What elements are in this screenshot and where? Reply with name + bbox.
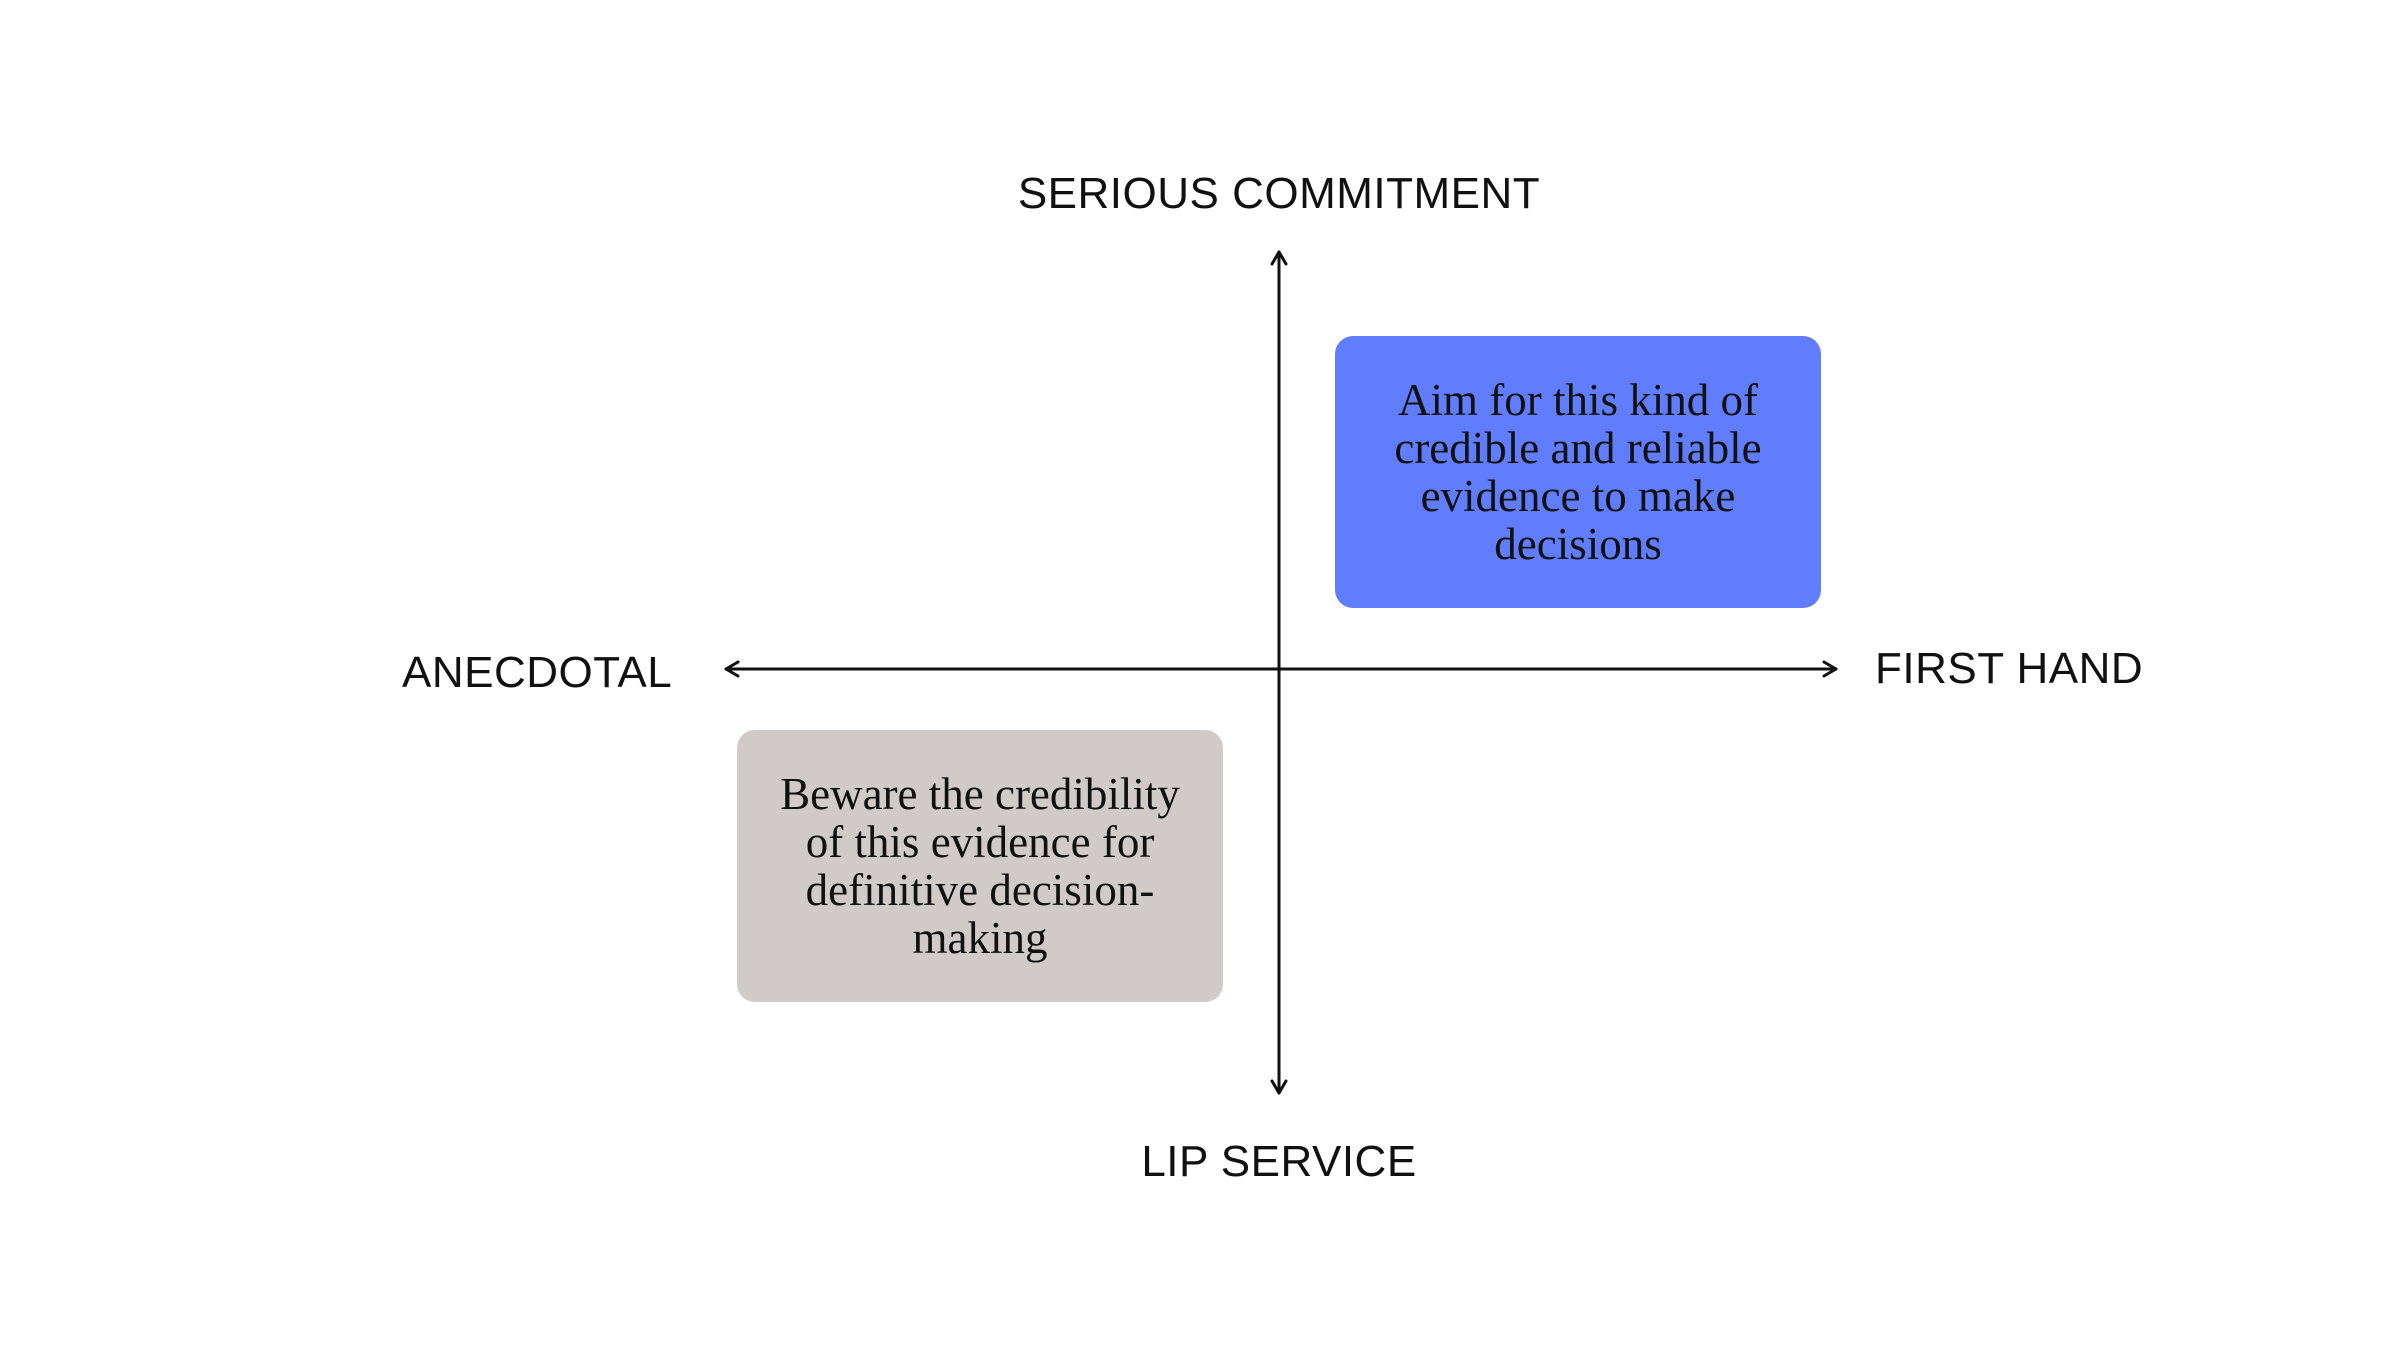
arrowhead-down-icon: [1270, 1079, 1288, 1095]
quadrant-box-bottom-left: Beware the credibility of this evidence …: [737, 730, 1223, 1002]
axis-label-bottom: LIP SERVICE: [1141, 1137, 1417, 1186]
quadrant-box-top-right-text: Aim for this kind of credible and reliab…: [1394, 375, 1762, 569]
arrowhead-up-icon: [1270, 250, 1288, 266]
axis-label-right: FIRST HAND: [1875, 644, 2144, 693]
quadrant-box-top-right: Aim for this kind of credible and reliab…: [1335, 336, 1821, 608]
axis-label-top: SERIOUS COMMITMENT: [1017, 169, 1541, 218]
arrowhead-left-icon: [724, 660, 740, 678]
quadrant-box-bottom-left-text: Beware the credibility of this evidence …: [780, 769, 1180, 963]
axis-label-left: ANECDOTAL: [402, 648, 673, 697]
arrowhead-right-icon: [1822, 660, 1838, 678]
